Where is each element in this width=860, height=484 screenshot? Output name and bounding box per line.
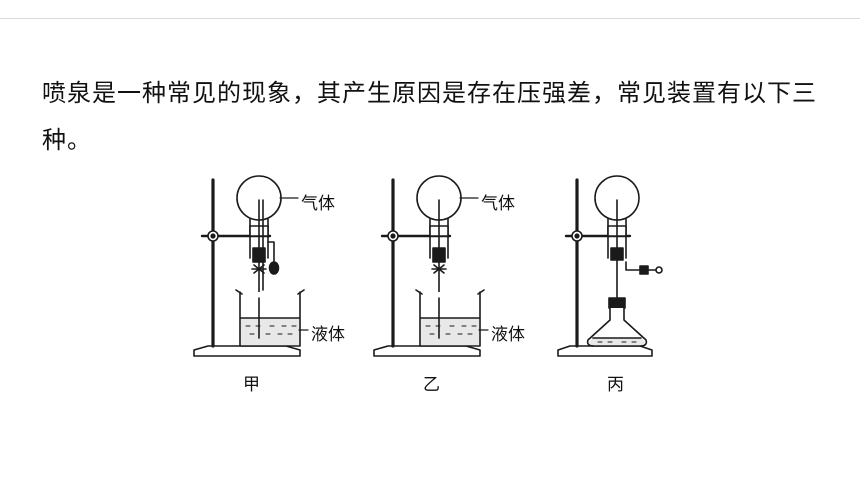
apparatus-bing [557,175,663,357]
caption-jia: 甲 [243,375,260,395]
intro-paragraph: 喷泉是一种常见的现象，其产生原因是存在压强差，常见装置有以下三种。 [42,79,817,154]
gas-label-jia: 气体 [301,194,335,214]
apparatus-drawing [193,175,663,357]
fountain-apparatus-figure: 气体 液体 气体 液体 甲 乙 丙 [180,170,700,400]
apparatus-jia [193,175,309,357]
caption-yi: 乙 [423,375,440,395]
top-rule [0,0,860,19]
caption-bing: 丙 [607,375,624,395]
liquid-label-yi: 液体 [491,325,525,345]
apparatus-yi [373,175,489,357]
gas-label-yi: 气体 [481,194,515,214]
liquid-label-jia: 液体 [311,325,345,345]
